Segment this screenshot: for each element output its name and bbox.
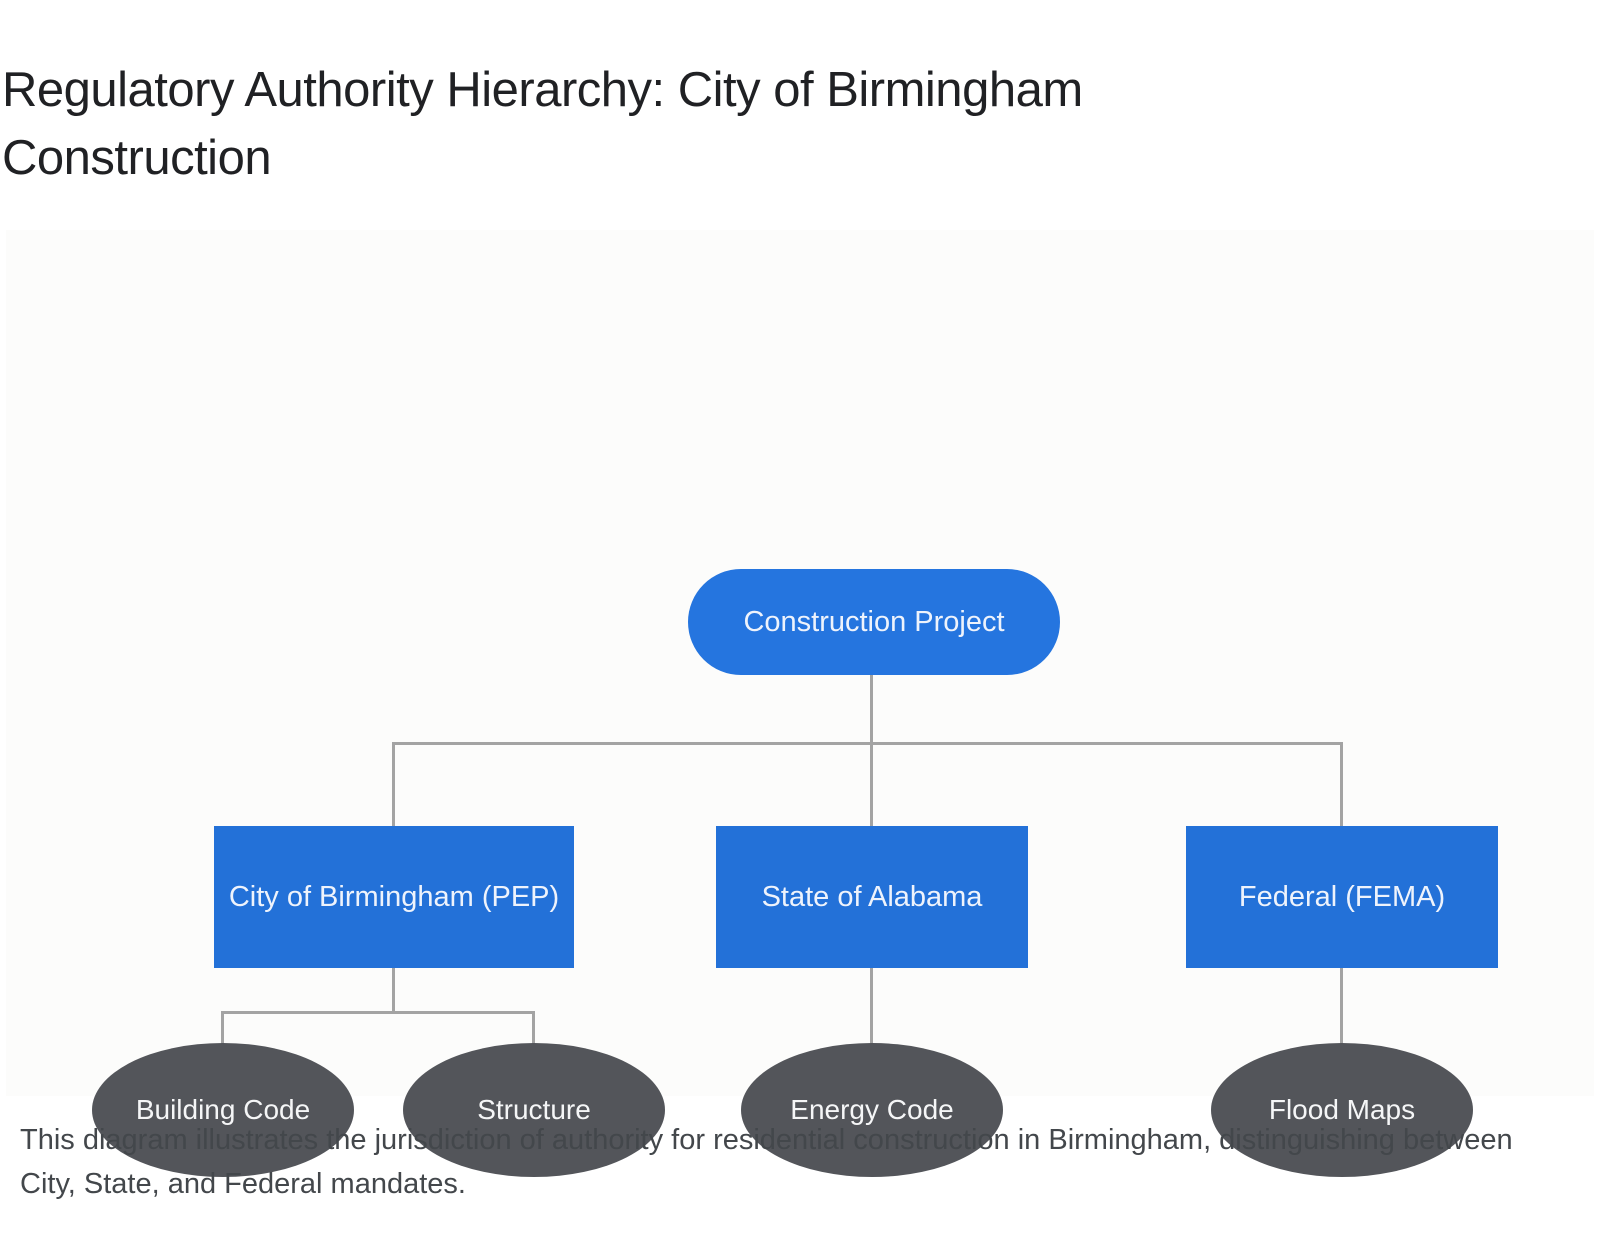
node-federal-fema: Federal (FEMA): [1186, 826, 1498, 968]
node-structure: Structure: [403, 1043, 665, 1177]
connector-drop-state: [870, 742, 873, 826]
connector-drop-city: [392, 742, 395, 826]
connector-drop-structure: [532, 1011, 535, 1045]
page-title: Regulatory Authority Hierarchy: City of …: [2, 63, 1083, 185]
node-state-of-alabama: State of Alabama: [716, 826, 1028, 968]
connector-drop-federal: [1340, 742, 1343, 826]
hierarchy-diagram: Construction Project City of Birmingham …: [6, 230, 1594, 1177]
connector-drop-building-code: [221, 1011, 224, 1045]
node-city-of-birmingham: City of Birmingham (PEP): [214, 826, 574, 968]
node-building-code: Building Code: [92, 1043, 354, 1177]
node-flood-maps: Flood Maps: [1211, 1043, 1473, 1177]
node-energy-code: Energy Code: [741, 1043, 1003, 1177]
connector-city-rail: [221, 1011, 535, 1014]
connector-root-stem: [870, 675, 873, 745]
connector-city-stem: [392, 968, 395, 1014]
caption-line-2: City, State, and Federal mandates.: [20, 1168, 466, 1200]
diagram-caption: This diagram illustrates the jurisdictio…: [20, 1118, 1580, 1206]
connector-drop-energy-code: [870, 968, 873, 1045]
connector-level2-rail: [392, 742, 1343, 745]
node-construction-project: Construction Project: [688, 569, 1060, 675]
caption-line-1: This diagram illustrates the jurisdictio…: [20, 1124, 1513, 1156]
connector-drop-flood-maps: [1340, 968, 1343, 1045]
